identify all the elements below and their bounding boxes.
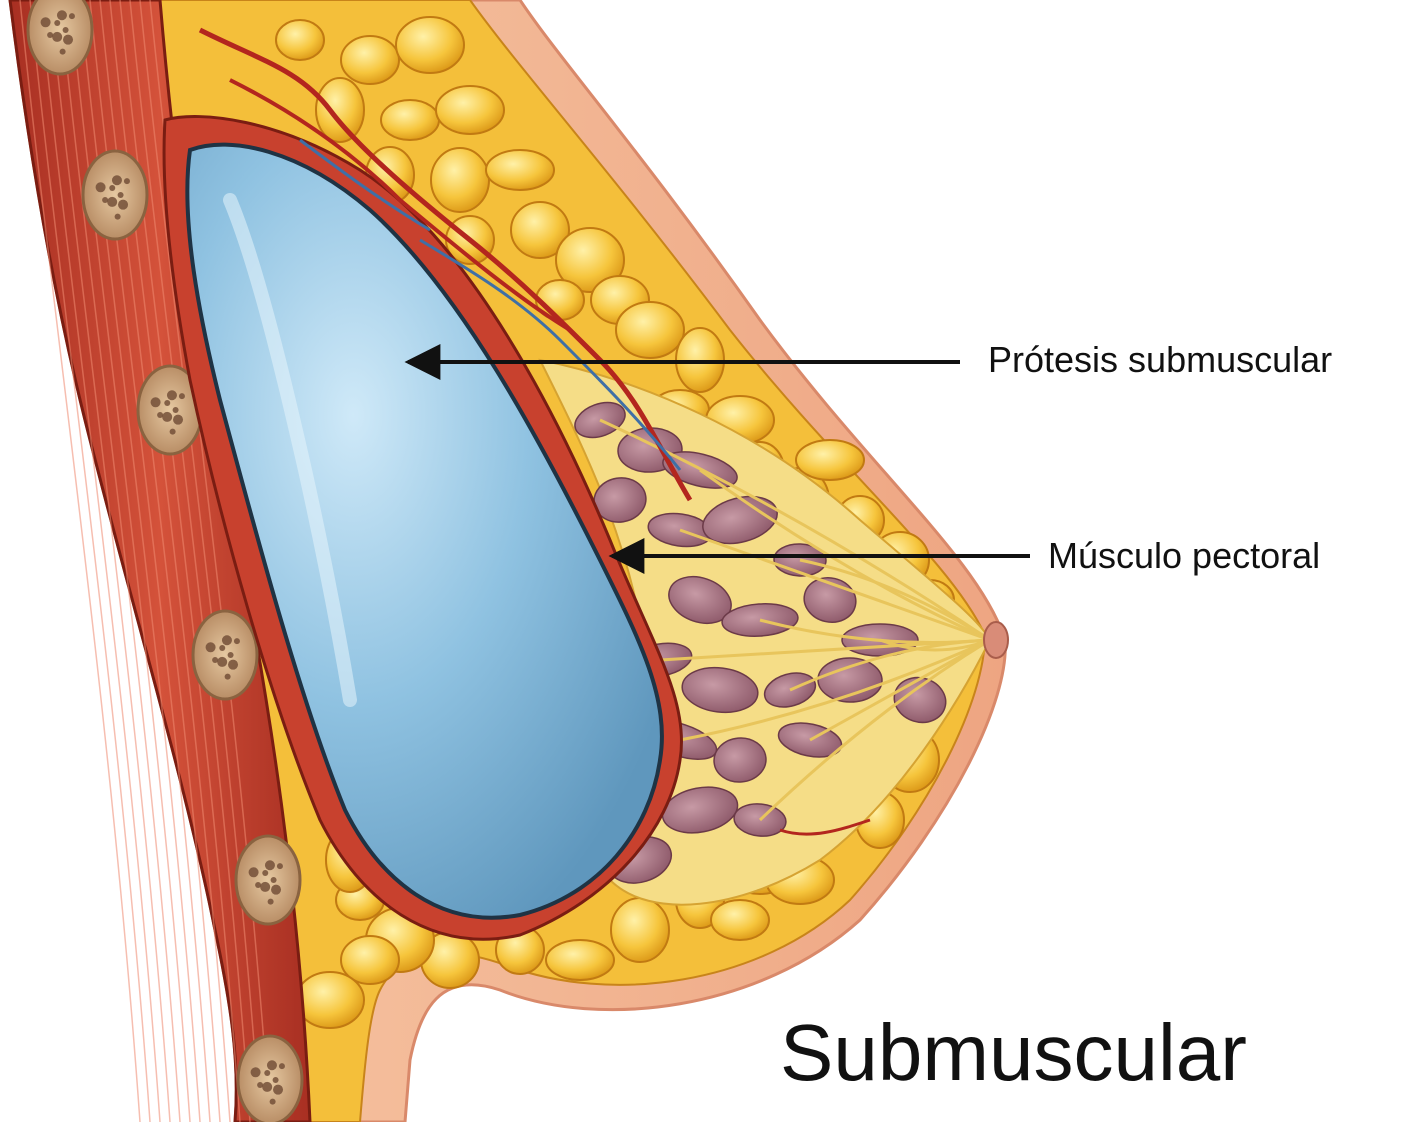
gland-lobule (668, 575, 732, 625)
ribs (26, 0, 304, 1122)
artery (229, 78, 572, 332)
fat-lobule (545, 939, 615, 981)
vein (419, 238, 682, 471)
gland-lobule (681, 666, 759, 714)
rib-cross-section (81, 149, 149, 241)
fat-lobule (380, 99, 440, 141)
milk-ducts (599, 418, 991, 822)
fat-lobule (510, 201, 570, 259)
vein (299, 138, 431, 232)
fat-lobule (340, 35, 400, 85)
muscle-label: Músculo pectoral (1048, 535, 1320, 576)
fat-lobule (315, 77, 365, 143)
artery (198, 27, 693, 502)
fat-lobule (610, 897, 670, 963)
fat-lobule (615, 301, 685, 359)
fat-lobule (710, 899, 770, 941)
fat-lobule (395, 16, 465, 74)
muscle-striations (19, 0, 271, 1122)
implant-label: Prótesis submuscular (988, 339, 1332, 380)
fat-lobule (430, 147, 490, 213)
fat-lobule (295, 971, 365, 1029)
fat-lobule (340, 935, 400, 985)
fat-lobule (555, 227, 625, 293)
artery (779, 818, 871, 836)
fat-lobule (435, 85, 505, 135)
fat-lobule (275, 19, 325, 61)
fat-lobule (485, 149, 555, 191)
nipple (983, 621, 1009, 659)
gland-lobule (661, 786, 739, 834)
fat-lobule (795, 439, 865, 481)
implant (185, 142, 664, 920)
implant-highlight (223, 193, 357, 707)
blood-vessels (198, 27, 871, 836)
gland-lobule (713, 737, 767, 783)
rib-cross-section (26, 0, 94, 76)
rib-cross-section (234, 834, 302, 926)
caption-title: Submuscular (780, 1008, 1247, 1097)
rib-cross-section (236, 1034, 304, 1122)
rib-cross-section (191, 609, 259, 701)
